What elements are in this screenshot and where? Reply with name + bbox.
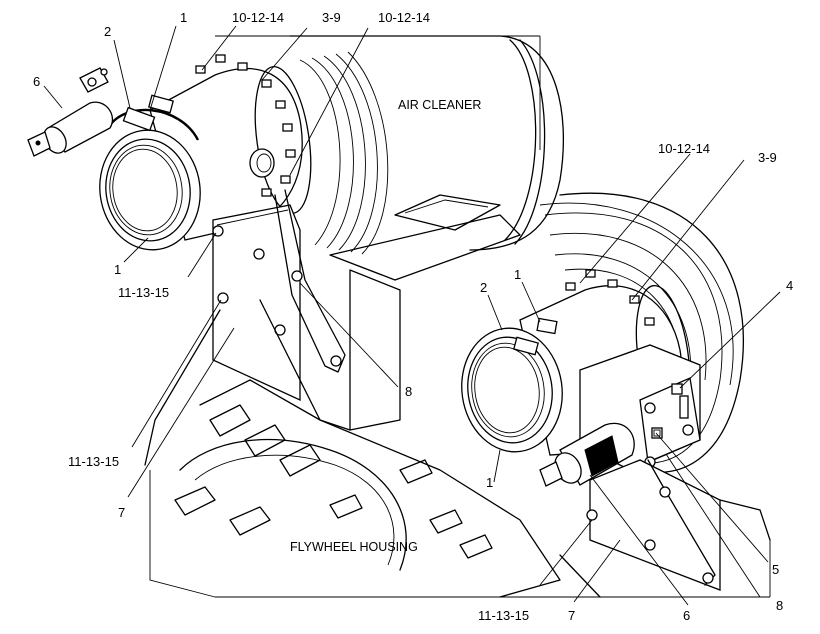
- callout-4-right: 4: [786, 278, 793, 293]
- callout-1-right-bottom: 1: [486, 475, 493, 490]
- callout-11-13-15-left-a: 11-13-15: [118, 285, 169, 300]
- callout-1-left-bottom: 1: [114, 262, 121, 277]
- air-cleaner-label-text: AIR CLEANER: [398, 98, 481, 112]
- callout-2-left: 2: [104, 24, 111, 39]
- air-cleaner-body: [289, 35, 565, 281]
- callout-10-12-14-right: 10-12-14: [658, 141, 710, 156]
- right-flange-bolts: [565, 269, 655, 326]
- callout-1-right-top: 1: [514, 267, 521, 282]
- callout-6-left: 6: [33, 74, 40, 89]
- flywheel-housing-caption: FLYWHEEL HOUSING: [290, 540, 418, 554]
- callout-10-12-14-left-a: 10-12-14: [232, 10, 284, 25]
- callout-3-9-right: 3-9: [758, 150, 777, 165]
- callout-10-12-14-left-b: 10-12-14: [378, 10, 430, 25]
- callout-7-right: 7: [568, 608, 575, 623]
- right-adapter-assembly: [461, 269, 771, 598]
- right-callouts: 10-12-14 3-9 2 1 4 1 5 8 11-13-15 7 6: [478, 141, 793, 623]
- callout-11-13-15-right: 11-13-15: [478, 608, 529, 623]
- callout-8-right: 8: [776, 598, 783, 613]
- right-plate-bolts: [586, 486, 714, 584]
- callout-1-left-top: 1: [180, 10, 187, 25]
- flywheel-housing-ribs: [174, 404, 493, 559]
- left-flange-bolts: [195, 54, 296, 197]
- callout-3-9-left: 3-9: [322, 10, 341, 25]
- callout-8-left: 8: [405, 384, 412, 399]
- left-plate-bolts: [212, 225, 303, 336]
- callout-6-right: 6: [683, 608, 690, 623]
- callout-11-13-15-left-b: 11-13-15: [68, 454, 119, 469]
- left-adapter-assembly: [27, 54, 401, 466]
- right-actuator: [539, 422, 635, 487]
- flywheel-housing: FLYWHEEL HOUSING: [174, 379, 561, 598]
- air-cleaner-caption: AIR CLEANER: [398, 98, 481, 112]
- right-air-cleaner-body: [539, 192, 745, 474]
- left-callouts: 1 10-12-14 3-9 10-12-14 2 6 1 11-13-15 1…: [33, 10, 430, 520]
- leader-lines: [43, 25, 781, 606]
- callout-2-right: 2: [480, 280, 487, 295]
- callout-5-right: 5: [772, 562, 779, 577]
- left-actuator: [27, 67, 114, 157]
- callout-7-left: 7: [118, 505, 125, 520]
